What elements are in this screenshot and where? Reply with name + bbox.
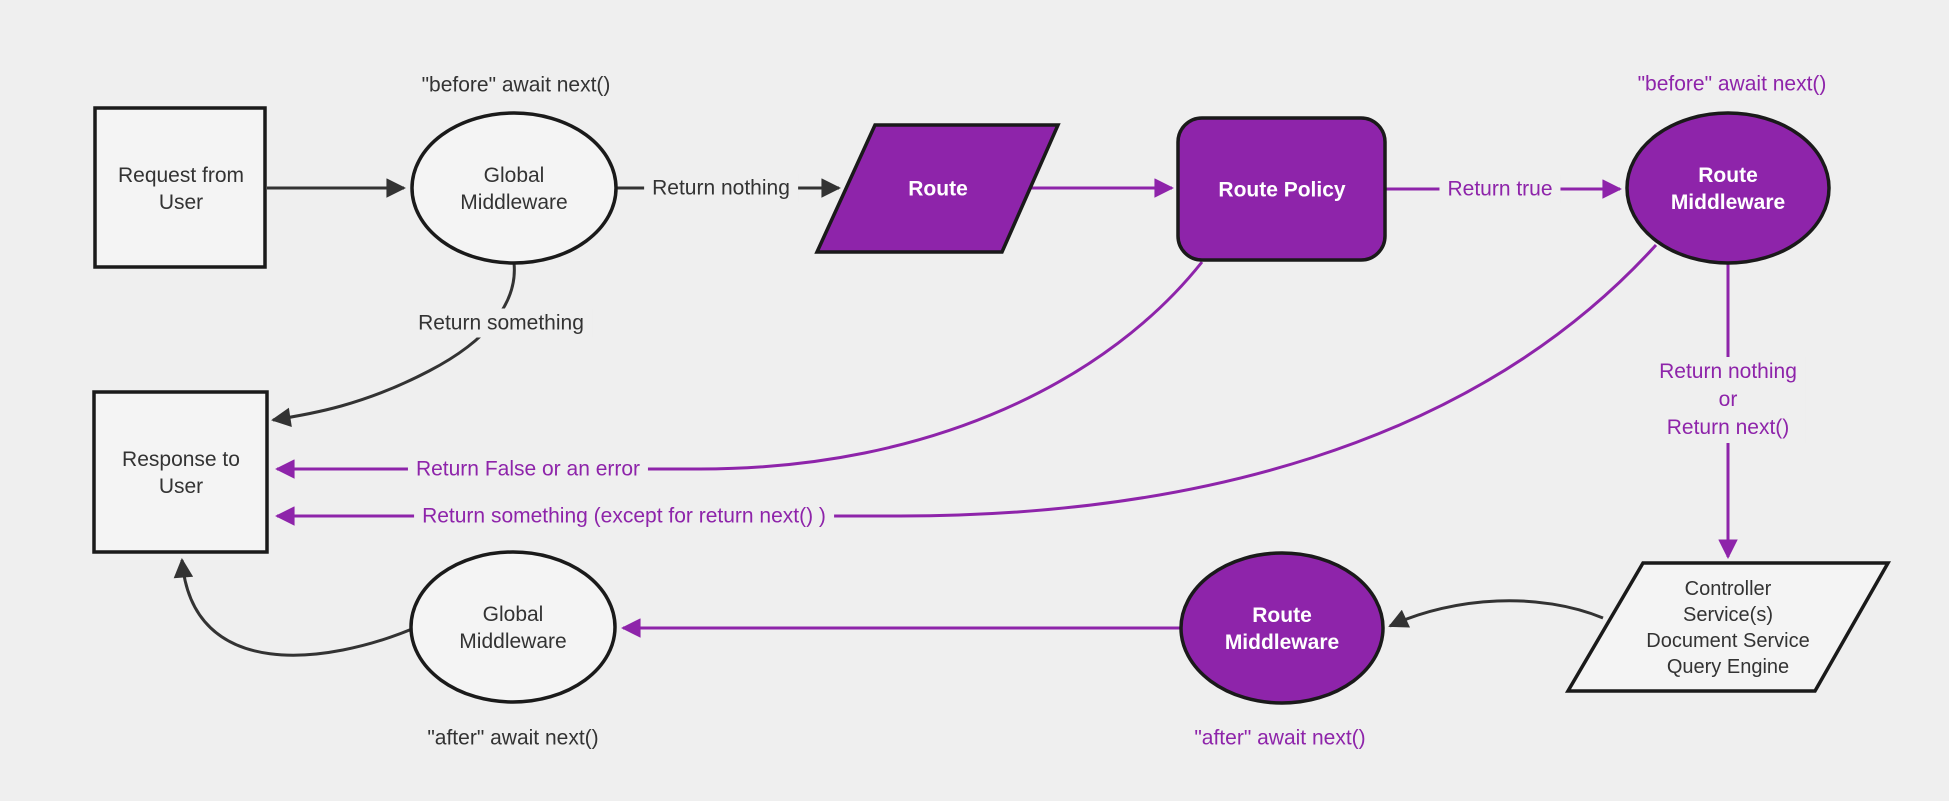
node-services-parallelogram — [1564, 561, 1892, 693]
label-global-middleware-bottom: Global Middleware — [459, 601, 566, 655]
label-line: Route — [1252, 604, 1312, 627]
label-line: Response to — [122, 448, 240, 471]
label-line: Controller — [1684, 578, 1772, 600]
edge-label-return-true: Return true — [1439, 174, 1561, 204]
label-line: Middleware — [1224, 631, 1340, 654]
edge-label-return-nothing-or-next: Return nothing or Return next() — [1651, 357, 1805, 443]
label-route: Route — [908, 176, 968, 203]
edge-label-return-something: Return something — [410, 308, 592, 338]
edge-label-return-something-except: Return something (except for return next… — [414, 501, 834, 531]
label-services: Controller Service(s) Document Service Q… — [1646, 576, 1809, 680]
edge-route-middleware-return-something-except — [275, 243, 1658, 526]
edge-global-middleware-return-something — [271, 262, 516, 427]
label-line: Global — [483, 164, 545, 187]
label-line: Service(s) — [1682, 604, 1773, 626]
node-global-middleware-bottom — [409, 550, 617, 704]
node-response-to-user — [92, 390, 269, 554]
node-request-from-user — [93, 106, 267, 269]
node-route — [814, 123, 1061, 254]
label-route-policy: Route Policy — [1218, 177, 1345, 204]
edge-services-to-route-middleware-bottom — [1388, 599, 1604, 628]
node-route-middleware-bottom — [1179, 551, 1385, 705]
label-global-middleware-top: Global Middleware — [460, 162, 567, 216]
label-line: Request from — [117, 164, 245, 187]
label-line: Global — [482, 603, 544, 626]
label-line: or — [1718, 388, 1738, 411]
annotation-before-await-next-global: "before" await next() — [421, 73, 611, 97]
label-line: Route Policy — [1218, 178, 1346, 202]
node-global-middleware-top — [410, 111, 618, 265]
annotation-after-await-next-route: "after" await next() — [1194, 726, 1366, 750]
label-request-from-user: Request from User — [118, 162, 244, 216]
edge-label-return-nothing: Return nothing — [644, 173, 798, 203]
node-route-policy — [1176, 116, 1387, 262]
label-line: Return next() — [1666, 416, 1790, 439]
label-line: Middleware — [1670, 191, 1786, 214]
edge-label-return-false-or-error: Return False or an error — [407, 454, 649, 484]
label-response-to-user: Response to User — [122, 446, 240, 500]
label-line: Return nothing — [1659, 360, 1797, 383]
label-line: Route — [908, 177, 968, 201]
label-line: Query Engine — [1666, 656, 1790, 678]
annotation-before-await-next-route: "before" await next() — [1637, 72, 1827, 96]
annotation-after-await-next-global: "after" await next() — [427, 726, 599, 750]
label-route-middleware-top: Route Middleware — [1671, 162, 1785, 216]
label-line: User — [158, 475, 204, 498]
node-route-middleware-top — [1625, 111, 1831, 265]
label-line: Middleware — [459, 630, 567, 653]
label-line: Route — [1698, 164, 1758, 187]
label-line: User — [158, 191, 204, 214]
label-line: Document Service — [1646, 630, 1810, 652]
edge-global-middleware-bottom-to-response — [173, 558, 413, 657]
edge-route-policy-return-false — [275, 261, 1204, 479]
label-line: Middleware — [460, 191, 568, 214]
label-route-middleware-bottom: Route Middleware — [1225, 602, 1339, 656]
